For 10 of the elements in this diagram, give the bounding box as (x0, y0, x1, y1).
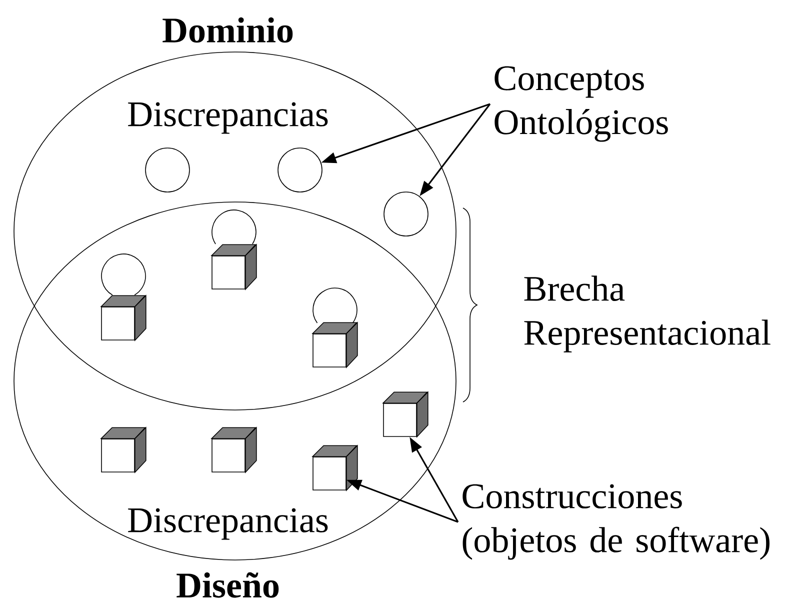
set-title: Diseño (176, 572, 279, 598)
circle (384, 192, 428, 236)
region-label: Discrepancias (128, 102, 328, 134)
set-title: Dominio (162, 17, 293, 43)
annotation-text: Construcciones (objetos de software) (462, 484, 770, 560)
circle (145, 148, 190, 192)
region-label: Discrepancias (128, 508, 328, 540)
annotation-text: Conceptos Ontológicos (494, 66, 668, 142)
brace-label: Brecha Representacional (524, 276, 770, 352)
circle (278, 148, 322, 192)
